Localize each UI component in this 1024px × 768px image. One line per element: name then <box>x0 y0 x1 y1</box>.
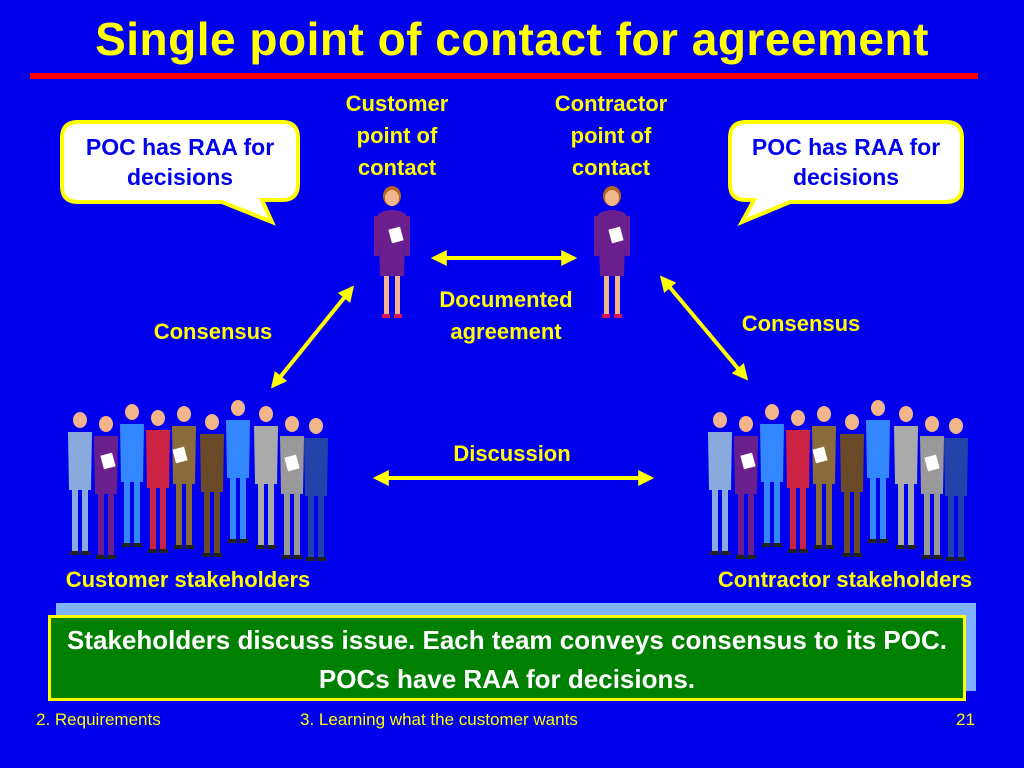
footer-section: 2. Requirements <box>36 710 161 729</box>
footer-page-number: 21 <box>956 710 975 729</box>
contractor-poc-label: Contractor point of contact <box>554 91 668 180</box>
right-consensus-arrow <box>659 275 749 381</box>
contractor-poc-figure <box>594 186 630 318</box>
summary-text: Stakeholders discuss issue. Each team co… <box>66 625 947 694</box>
contractor-stakeholders-group <box>708 400 968 561</box>
customer-poc-label: Customer point of contact <box>345 91 449 180</box>
consensus-left-label: Consensus <box>153 319 273 344</box>
customer-stakeholders-group <box>68 400 328 561</box>
title-underline <box>30 73 978 79</box>
documented-agreement-label: Documented agreement <box>439 287 573 344</box>
left-speech-bubble <box>60 120 300 226</box>
contractor-stakeholders-label: Contractor stakeholders <box>717 567 973 592</box>
customer-poc-figure <box>374 186 410 318</box>
left-bubble-text: POC has RAA for decisions <box>85 134 275 190</box>
slide-title: Single point of contact for agreement <box>95 13 929 65</box>
left-consensus-arrow <box>270 285 355 389</box>
consensus-right-label: Consensus <box>741 311 861 336</box>
customer-stakeholders-label: Customer stakeholders <box>65 567 311 592</box>
right-bubble-text: POC has RAA for decisions <box>751 134 941 190</box>
footer-chapter: 3. Learning what the customer wants <box>300 710 578 729</box>
right-speech-bubble <box>728 120 964 227</box>
discussion-label: Discussion <box>453 441 571 466</box>
summary-box <box>48 615 966 701</box>
